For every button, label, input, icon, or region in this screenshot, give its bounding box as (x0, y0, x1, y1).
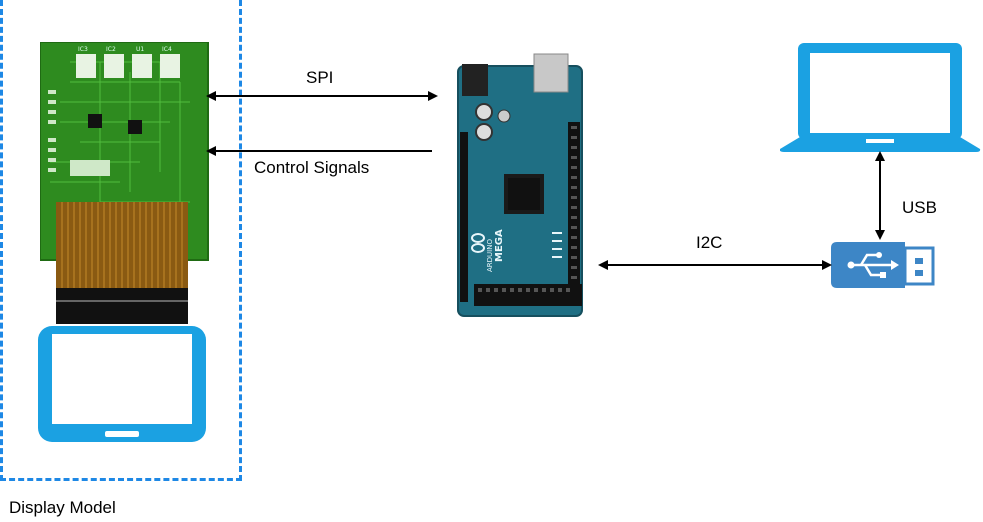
ic-label: IC3 (78, 46, 88, 53)
arduino-text: ARDUINO (486, 239, 494, 272)
ic-label: IC2 (106, 46, 116, 53)
usb-drive-icon (831, 242, 935, 288)
control-signals-label: Control Signals (254, 158, 370, 177)
lcd-display-module: IC3 IC2 U1 IC4 (40, 42, 209, 324)
usb-label: USB (902, 198, 937, 217)
display-model-boundary (0, 0, 242, 481)
display-model-label: Display Model (9, 498, 116, 517)
mega-text: MEGA (494, 229, 505, 262)
i2c-label: I2C (696, 233, 723, 252)
display-screen-icon (38, 326, 206, 442)
laptop-icon (780, 43, 981, 152)
ic-label: U1 (136, 46, 144, 53)
spi-label: SPI (306, 68, 334, 87)
ic-label: IC4 (162, 46, 172, 53)
arduino-mega-board: ARDUINO MEGA (457, 53, 583, 317)
